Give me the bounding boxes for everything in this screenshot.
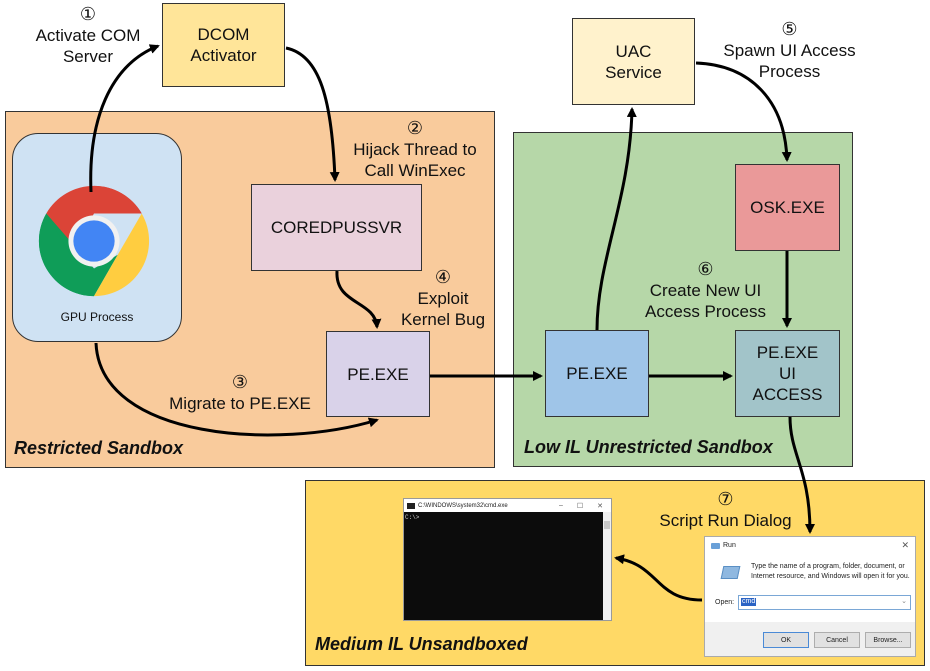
node-dcom-line1: DCOM [197,25,250,44]
step-2-line1: Hijack Thread to [353,140,477,159]
step-3-line1: Migrate to PE.EXE [169,394,311,413]
step-1-line2: Server [62,47,114,66]
node-coredpussvr-label: COREDPUSSVR [270,218,403,237]
cmd-window: C:\WINDOWS\system32\cmd.exe – ☐ ✕ C:\> [403,498,612,621]
step-1-label: ① Activate COM Server [22,4,154,67]
zone-label-restricted: Restricted Sandbox [14,438,184,458]
run-description: Type the name of a program, folder, docu… [751,562,910,582]
run-open-input[interactable]: cmd ⌄ [738,595,911,610]
run-titlebar: Run [711,542,736,549]
node-uac-line2: Service [605,62,662,82]
run-open-value: cmd [741,598,757,606]
run-footer: OK Cancel Browse... [705,622,915,656]
chrome-logo-icon [38,185,150,297]
node-coredpussvr: COREDPUSSVR [251,184,422,271]
node-osk-exe: OSK.EXE [735,164,840,251]
step-4-line2: Kernel Bug [400,310,486,329]
node-pe-low: PE.EXE [545,330,649,417]
zone-label-low-il: Low IL Unrestricted Sandbox [524,437,773,457]
step-1-line1: Activate COM [35,26,141,45]
step-6-label: ⑥ Create New UI Access Process [633,259,778,322]
node-pe-uiaccess-line1: PE.EXE [756,343,819,362]
cmd-scrollbar[interactable] [603,512,611,620]
step-2-number: ② [406,118,424,138]
close-icon[interactable]: ✕ [597,502,603,510]
run-dialog: Run ✕ Type the name of a program, folder… [704,536,916,657]
cmd-prompt: C:\> [405,514,420,521]
step-4-number: ④ [434,267,452,287]
step-3-label: ③ Migrate to PE.EXE [155,372,325,414]
step-5-number: ⑤ [781,19,798,39]
run-close-icon[interactable]: ✕ [901,540,909,550]
step-6-line2: Access Process [645,302,766,321]
step-5-label: ⑤ Spawn UI Access Process [712,19,867,82]
node-dcom-line2: Activator [190,46,257,65]
step-3-number: ③ [231,372,249,392]
cmd-title: C:\WINDOWS\system32\cmd.exe [418,502,508,509]
step-7-line1: Script Run Dialog [659,511,792,530]
node-pe-restricted-label: PE.EXE [347,364,409,384]
run-program-icon [720,566,741,579]
step-4-label: ④ Exploit Kernel Bug [393,267,493,330]
node-pe-low-label: PE.EXE [566,364,628,383]
cmd-titlebar: C:\WINDOWS\system32\cmd.exe – ☐ ✕ [404,499,611,512]
step-5-line2: Process [758,62,821,81]
node-pe-uiaccess-line3: ACCESS [752,385,823,404]
step-7-label: ⑦ Script Run Dialog [648,489,803,531]
run-title: Run [723,542,736,549]
node-dcom-activator: DCOM Activator [162,3,285,87]
step-6-line1: Create New UI [649,281,762,300]
node-pe-restricted: PE.EXE [326,331,430,417]
zone-label-medium-il: Medium IL Unsandboxed [315,634,528,654]
step-6-number: ⑥ [697,259,714,279]
node-gpu-label: GPU Process [60,310,134,324]
step-1-number: ① [79,4,97,24]
node-uac-line1: UAC [615,41,652,61]
run-browse-button[interactable]: Browse... [865,632,911,648]
node-pe-uiaccess-line2: UI [779,364,796,383]
run-open-label: Open: [715,599,735,606]
run-ok-button[interactable]: OK [763,632,809,648]
node-uac-service: UAC Service [572,18,695,105]
step-7-number: ⑦ [717,489,734,509]
run-cancel-button[interactable]: Cancel [814,632,860,648]
cmd-icon [407,502,415,509]
step-4-line1: Exploit [417,289,469,308]
cmd-console[interactable]: C:\> [404,512,603,620]
step-5-line1: Spawn UI Access [723,41,856,60]
cmd-scrollbar-thumb[interactable] [604,521,610,529]
step-2-label: ② Hijack Thread to Call WinExec [340,118,490,181]
minimize-icon[interactable]: – [558,501,563,509]
run-description-line2: Internet resource, and Windows will open… [751,573,910,580]
run-description-line1: Type the name of a program, folder, docu… [751,563,905,570]
node-gpu-process: GPU Process [12,133,182,342]
maximize-icon[interactable]: ☐ [576,502,584,510]
run-icon [711,542,720,549]
chevron-down-icon[interactable]: ⌄ [901,598,907,605]
node-osk-label: OSK.EXE [750,198,825,217]
node-pe-uiaccess: PE.EXE UI ACCESS [735,330,840,417]
step-2-line2: Call WinExec [364,161,466,180]
